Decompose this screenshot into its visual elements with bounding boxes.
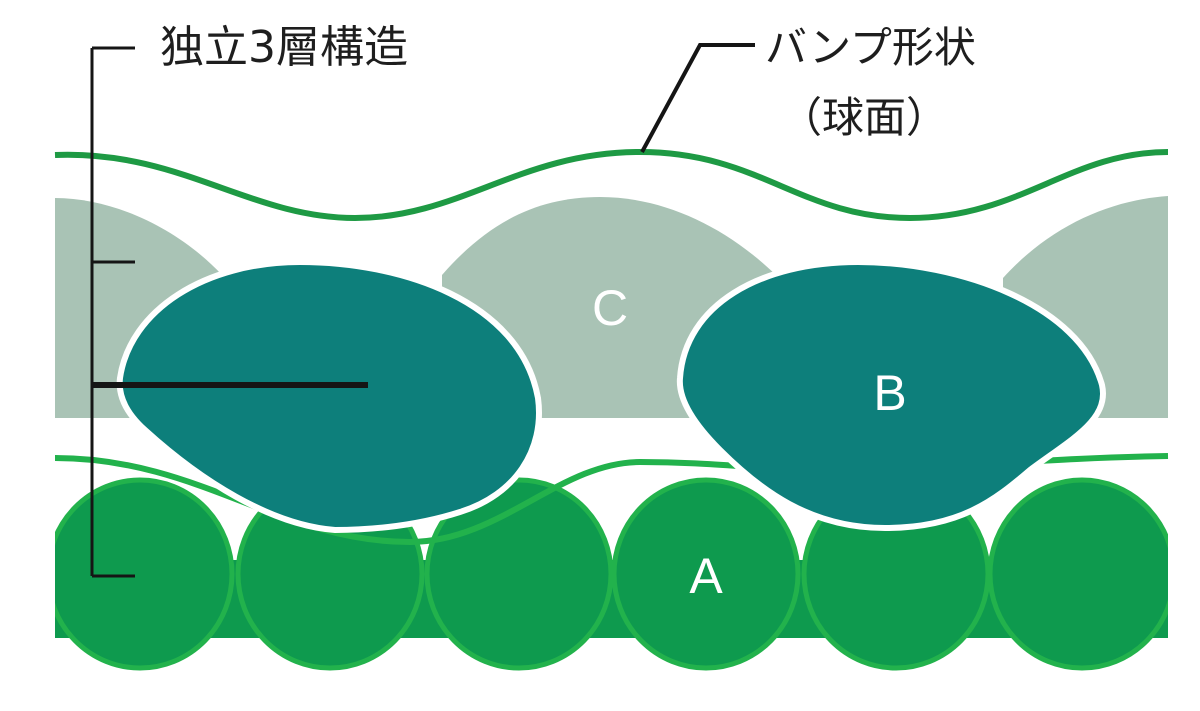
bottom-edge-mask (40, 672, 1180, 711)
layer-a-sphere (611, 477, 801, 671)
layer-b-lens (116, 258, 542, 534)
bump-leader-line (640, 43, 755, 153)
top-bump-wave-line (54, 148, 1169, 222)
layer-a-sphere (45, 477, 235, 671)
left-edge-mask (0, 470, 55, 690)
layer-c-label: C (592, 280, 628, 336)
layer-b (116, 258, 1107, 534)
structure-label: 独立3層構造 (160, 22, 408, 73)
layer-b-lens (676, 258, 1107, 532)
layer-b-label: B (873, 365, 906, 421)
layer-a (0, 470, 1200, 711)
bump-shape-sublabel: （球面） (780, 93, 948, 142)
structure-bracket (90, 46, 135, 578)
layer-a-label: A (689, 548, 723, 604)
layer-a-sphere (987, 477, 1177, 671)
right-edge-mask (1168, 470, 1200, 690)
bump-shape-label: バンプ形状 (765, 23, 976, 72)
